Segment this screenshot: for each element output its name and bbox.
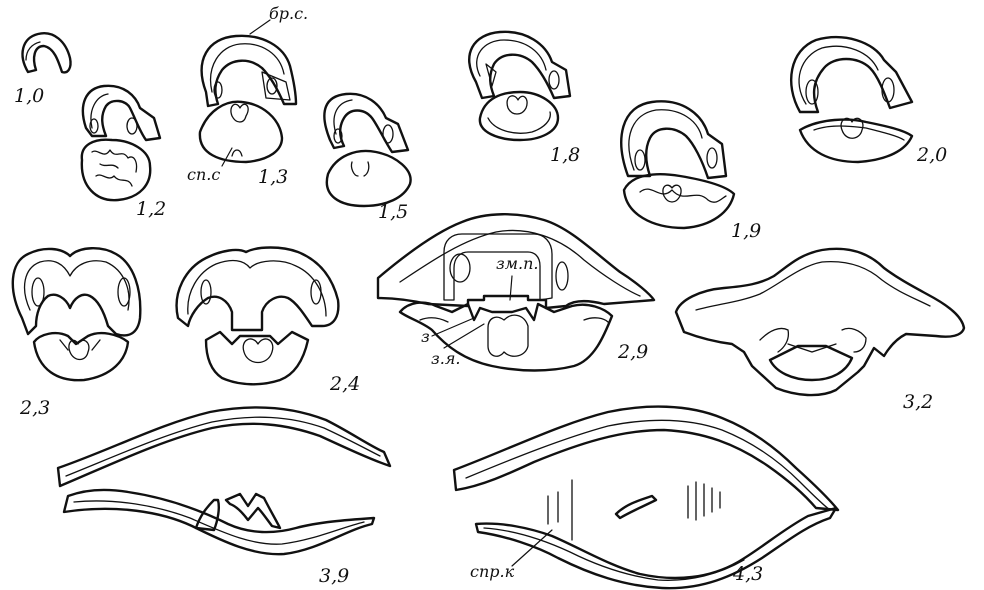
section-2-3 xyxy=(13,248,140,380)
section-1-9 xyxy=(621,101,734,228)
section-label: 2,0 xyxy=(917,146,947,165)
section-2-9 xyxy=(378,214,654,370)
leader-br-s xyxy=(250,20,270,34)
leader-sp-s xyxy=(222,148,232,166)
section-label: 1,9 xyxy=(731,222,761,241)
section-label: 1,8 xyxy=(550,146,580,165)
section-label: 1,0 xyxy=(14,87,44,106)
section-1-8 xyxy=(469,32,570,140)
section-1-3 xyxy=(200,36,296,162)
section-label: 4,3 xyxy=(733,565,763,584)
section-label: 1,2 xyxy=(136,200,166,219)
section-label: 2,3 xyxy=(20,399,50,418)
section-label: 3,2 xyxy=(903,393,933,412)
section-label: 3,9 xyxy=(319,567,349,586)
section-1-2 xyxy=(82,86,160,200)
annotation-zm-p: зм.п. xyxy=(496,256,538,272)
annotation-z-ya: з.я. xyxy=(431,351,461,367)
section-4-3 xyxy=(454,407,838,589)
section-2-0 xyxy=(791,37,912,162)
section-3-9 xyxy=(58,407,390,554)
section-2-4 xyxy=(177,248,339,385)
annotation-z: з xyxy=(421,329,430,345)
section-label: 1,5 xyxy=(378,203,408,222)
section-3-2 xyxy=(676,249,964,395)
section-1-5 xyxy=(324,94,410,206)
section-label: 1,3 xyxy=(258,168,288,187)
section-label: 2,4 xyxy=(330,375,360,394)
annotation-br-s: бр.с. xyxy=(269,6,308,22)
section-label: 2,9 xyxy=(618,343,648,362)
annotation-spr-k: спр.к xyxy=(470,564,514,580)
annotation-sp-s: сп.с xyxy=(187,167,220,183)
section-1-0 xyxy=(23,33,71,72)
